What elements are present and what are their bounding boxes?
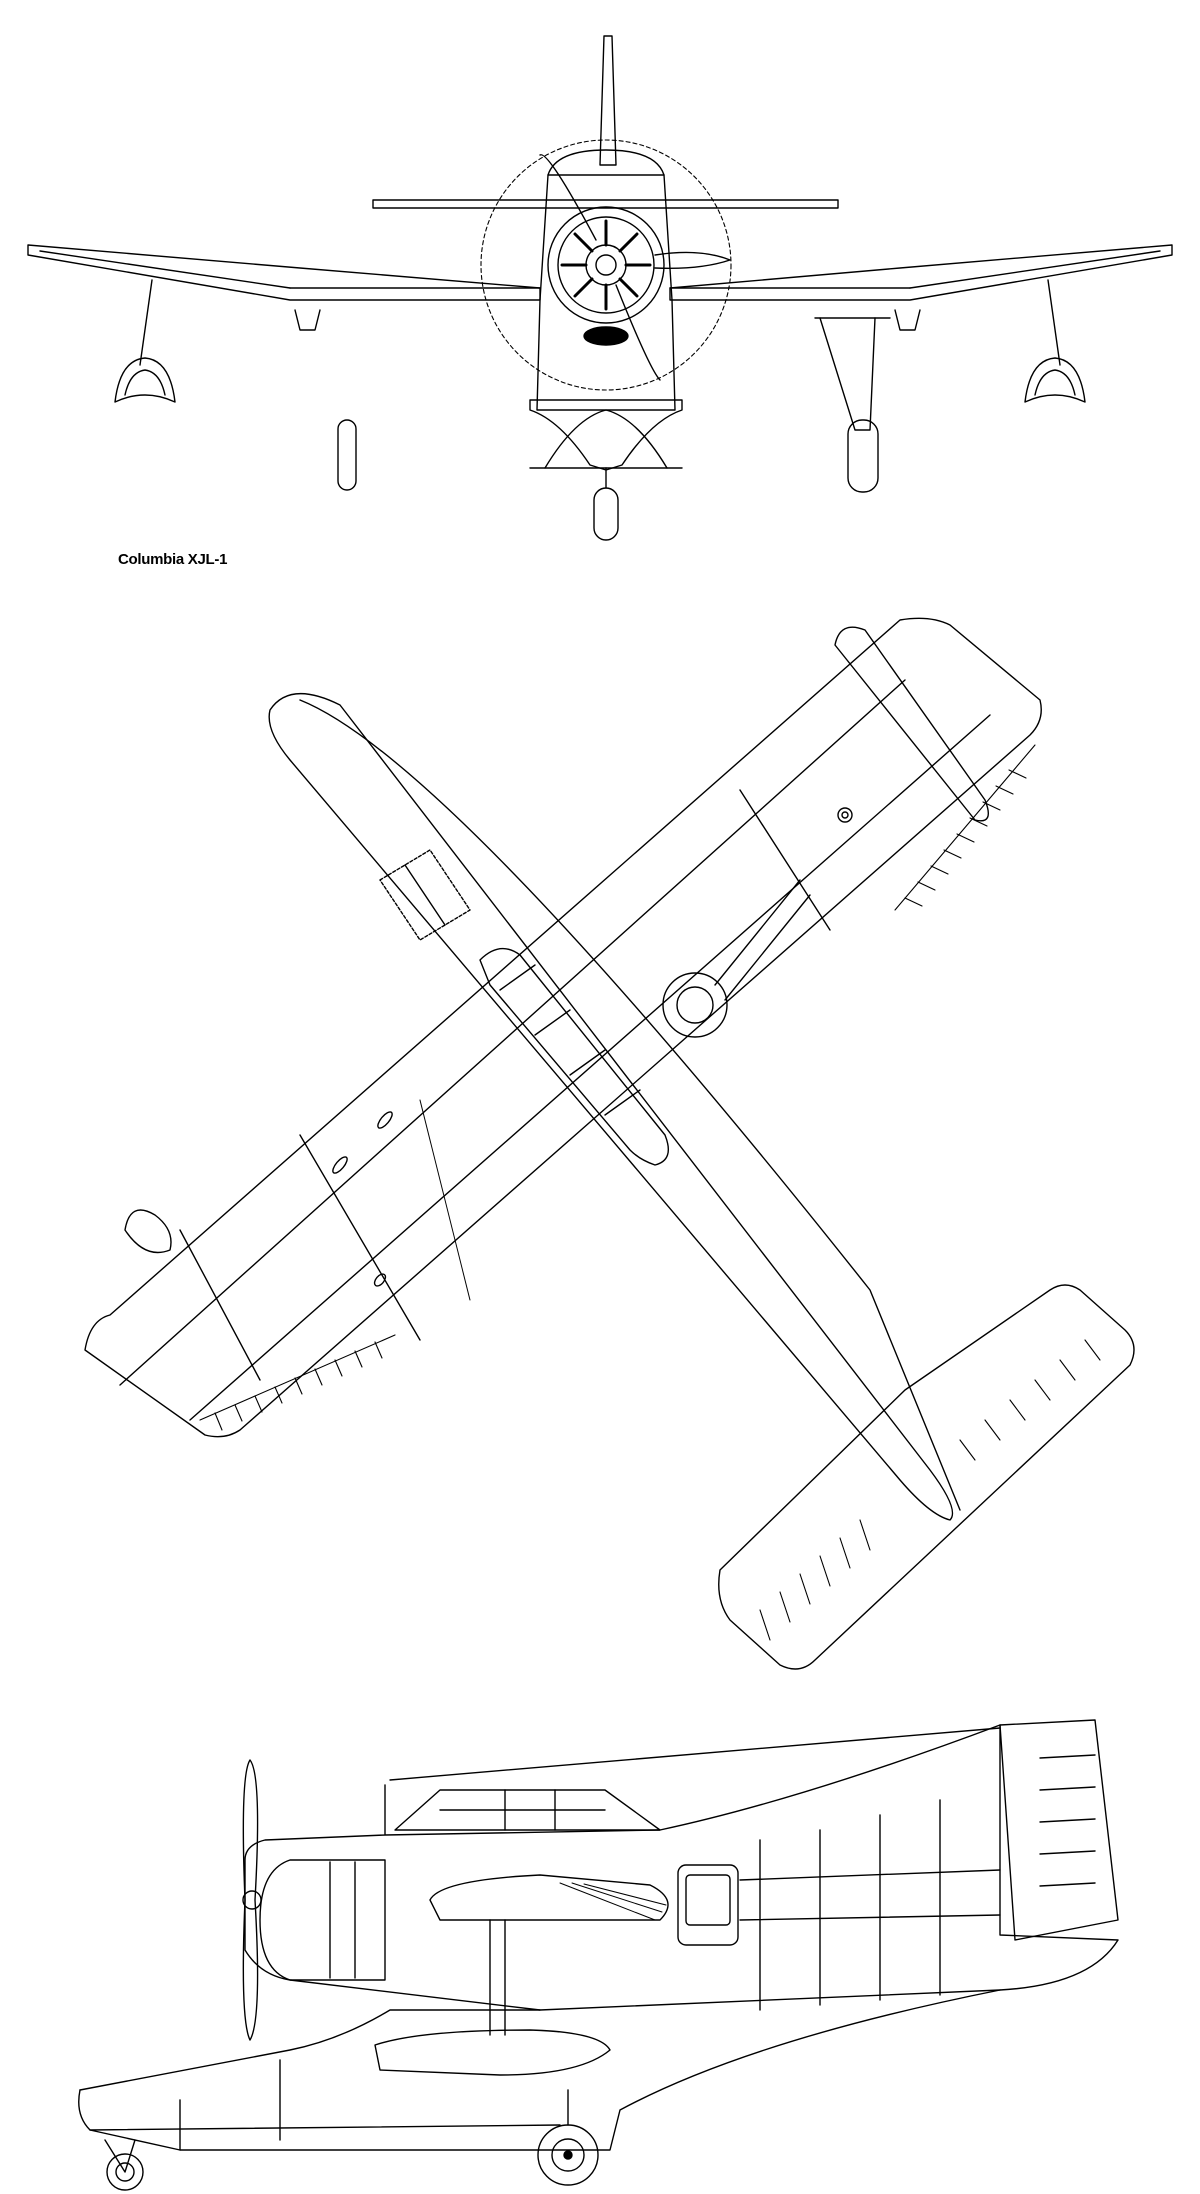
hull-arch [530, 400, 682, 470]
engine-cowling [548, 207, 664, 323]
front-view [28, 36, 1172, 540]
side-propeller [243, 1760, 257, 2040]
plan-fuselage [269, 694, 952, 1520]
right-aileron-hatch [895, 745, 1035, 910]
plan-left-float [125, 1210, 171, 1253]
side-hatch [678, 1865, 738, 1945]
side-fuselage [245, 1725, 1118, 2010]
front-fin [600, 36, 616, 165]
elevator-hatch [760, 1340, 1100, 1640]
side-float [375, 2030, 610, 2075]
side-fin [1000, 1720, 1118, 1940]
side-hull [79, 1990, 1000, 2150]
front-detail-oval [338, 420, 356, 490]
side-canopy [395, 1790, 660, 1830]
front-main-gear [815, 318, 890, 492]
plan-tailplane [719, 1285, 1134, 1669]
side-nose-wheel [107, 2154, 143, 2190]
plan-canopy [480, 949, 668, 1165]
propeller-blade [540, 155, 596, 240]
antenna-wire [390, 1728, 1000, 1780]
plan-engine [663, 973, 727, 1037]
cylinder-heads [562, 221, 650, 309]
front-wing-right [670, 245, 1172, 300]
right-float [1025, 280, 1085, 402]
side-wing [430, 1875, 668, 1920]
front-wing [28, 245, 540, 300]
flap-hatch [560, 1883, 666, 1920]
left-aileron-hatch [200, 1335, 395, 1430]
oil-cooler [584, 327, 628, 345]
propeller-disc [481, 140, 731, 390]
plan-view [85, 618, 1134, 1669]
side-cowling [260, 1860, 385, 1980]
front-fuselage [537, 150, 675, 410]
plan-wing [85, 618, 1041, 1436]
left-float [115, 280, 175, 402]
front-nose-wheel [594, 488, 618, 540]
side-view [79, 1720, 1118, 2190]
plan-right-float [835, 627, 988, 821]
front-tailplane [373, 200, 838, 208]
drawing-caption: Columbia XJL-1 [118, 551, 228, 568]
